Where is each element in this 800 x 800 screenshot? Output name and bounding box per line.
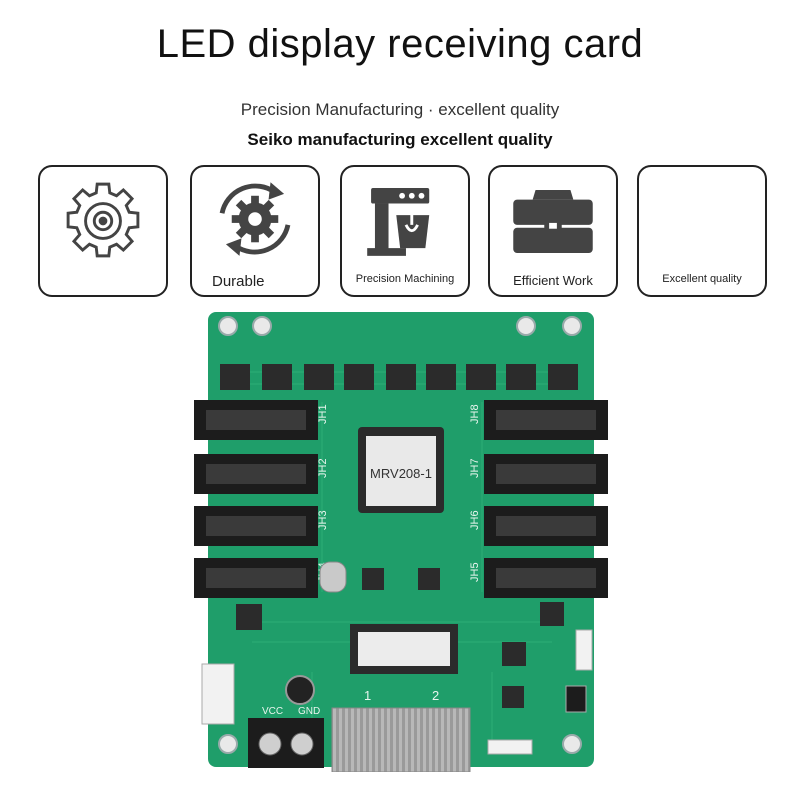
ic-chip <box>344 364 374 390</box>
ic-chip <box>418 568 440 590</box>
label-jh8: JH8 <box>469 404 481 424</box>
page-title: LED display receiving card <box>156 22 644 66</box>
tagline: Seiko manufacturing excellent quality <box>247 130 553 149</box>
receiving-card-board: JH1 JH2 JH3 JH4 JH8 JH7 JH6 JH5 MRV208-1… <box>194 312 608 772</box>
toolbox-icon <box>513 189 593 253</box>
side-connector <box>201 663 235 725</box>
label-jh1: JH1 <box>317 404 329 424</box>
pin-header <box>487 739 533 755</box>
ic-chip <box>362 568 384 590</box>
ic-chip <box>548 364 578 390</box>
feature-label: Durable <box>212 273 265 290</box>
ic-chip <box>426 364 456 390</box>
ic-chip <box>220 364 250 390</box>
mounting-hole <box>252 316 272 336</box>
label-jh7: JH7 <box>469 458 481 478</box>
ic-chip <box>304 364 334 390</box>
ic-chip <box>466 364 496 390</box>
feature-label: Precision Machining <box>355 273 455 285</box>
feature-card-5: Excellent quality <box>637 165 767 297</box>
ic-chip <box>502 686 524 708</box>
mounting-hole <box>562 734 582 754</box>
ic-chip <box>236 604 262 630</box>
subtitle: Precision Manufacturing · excellent qual… <box>240 100 560 119</box>
feature-card-2: Durable <box>190 165 320 297</box>
port-label-2: 2 <box>432 688 439 703</box>
left-connectors <box>194 400 318 598</box>
chip-label: MRV208-1 <box>370 466 432 481</box>
feature-card-4: Efficient Work <box>488 165 618 297</box>
feature-label: Efficient Work <box>513 273 593 288</box>
ic-chip <box>506 364 536 390</box>
label-jh2: JH2 <box>317 458 329 478</box>
crystal <box>319 561 347 593</box>
machine-icon <box>367 188 430 256</box>
mounting-hole <box>516 316 536 336</box>
ic-chip <box>262 364 292 390</box>
ic-chip <box>386 364 416 390</box>
ic-chip <box>502 642 526 666</box>
label-jh6: JH6 <box>469 510 481 530</box>
mounting-hole <box>218 316 238 336</box>
feature-label: Excellent quality <box>662 273 742 285</box>
right-connectors <box>484 400 608 598</box>
feature-card-1 <box>38 165 168 297</box>
reset-button <box>565 685 587 713</box>
vcc-label: VCC <box>262 706 283 717</box>
capacitor <box>285 675 315 705</box>
mounting-hole <box>562 316 582 336</box>
label-jh3: JH3 <box>317 510 329 530</box>
power-terminal <box>248 718 324 768</box>
gear-cycle-icon <box>219 182 291 256</box>
right-header <box>575 629 593 671</box>
ethernet-port <box>331 707 471 772</box>
label-jh5: JH5 <box>469 562 481 582</box>
port-label-1: 1 <box>364 688 371 703</box>
feature-card-3: Precision Machining <box>340 165 470 297</box>
gnd-label: GND <box>298 706 320 717</box>
ic-chip <box>540 602 564 626</box>
mounting-hole <box>218 734 238 754</box>
gear-target-icon <box>66 182 140 258</box>
